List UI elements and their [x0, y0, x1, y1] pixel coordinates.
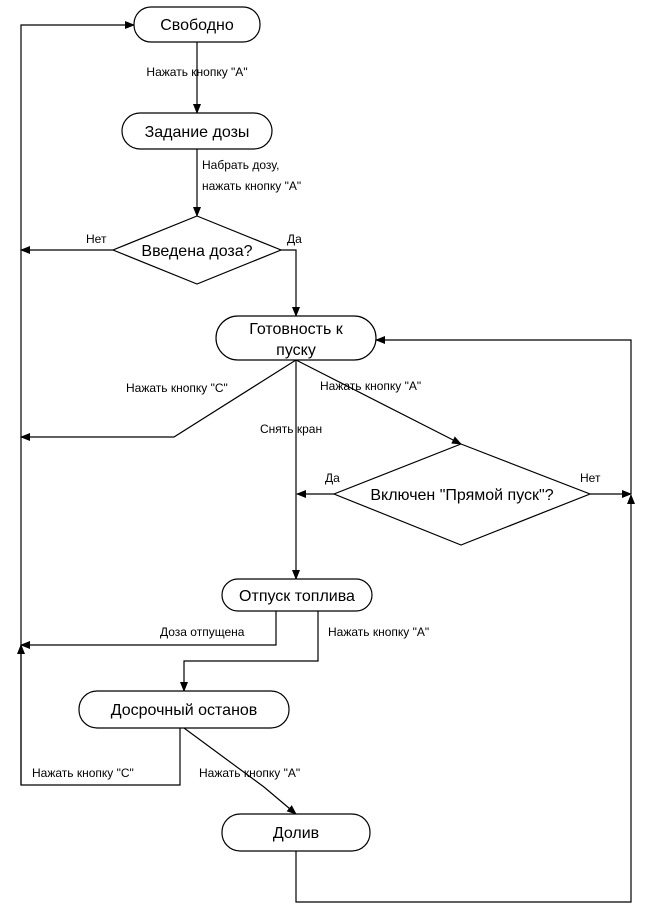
node-dose-setting-label: Задание дозы: [145, 124, 250, 141]
label-dose-dispensed: Доза отпущена: [160, 625, 245, 639]
label-enter-dose-line2: нажать кнопку "А": [202, 179, 301, 193]
node-direct-start-decision: [332, 443, 592, 546]
node-topup: [221, 813, 371, 852]
label-no-1: Нет: [86, 232, 107, 246]
label-yes-1: Да: [287, 232, 302, 246]
node-direct-start-label: Включен "Прямой пуск"?: [370, 487, 553, 504]
node-dispensing: [221, 578, 373, 612]
node-ready-label-line2: пуску: [276, 342, 316, 359]
edge-return-to-free: [20, 21, 135, 785]
label-press-c-2: Нажать кнопку "С": [32, 766, 134, 780]
edge-early-stop-press-a: [183, 727, 297, 815]
node-dose-entered-label: Введена доза?: [141, 243, 252, 260]
label-no-2: Нет: [580, 471, 601, 485]
edge-dispensing-dose-dispensed: [20, 611, 277, 649]
node-early-stop: [78, 690, 290, 729]
edge-dispensing-press-a: [180, 611, 319, 692]
edge-decision-yes: [276, 249, 300, 317]
node-dose-entered-decision: [111, 215, 283, 285]
label-press-c-1: Нажать кнопку "С": [126, 381, 228, 395]
edge-ready-press-c: [20, 359, 297, 441]
node-topup-label: Долив: [273, 825, 319, 842]
edge-early-stop-press-c: [17, 644, 181, 786]
node-ready: [215, 315, 377, 361]
label-enter-dose-line1: Набрать дозу,: [202, 158, 279, 172]
node-dose-setting: [121, 112, 273, 150]
label-press-a-1: Нажать кнопку "А": [146, 65, 247, 79]
label-press-a-2: Нажать кнопку "А": [320, 379, 421, 393]
edge-return-to-ready: [375, 336, 632, 494]
node-ready-label-line1: Готовность к: [249, 321, 344, 338]
node-early-stop-label: Досрочный останов: [111, 702, 258, 719]
label-remove-nozzle: Снять кран: [260, 422, 322, 436]
node-free: [133, 6, 261, 43]
label-press-a-4: Нажать кнопку "А": [199, 766, 300, 780]
node-dispensing-label: Отпуск топлива: [239, 588, 355, 605]
label-press-a-3: Нажать кнопку "А": [328, 625, 429, 639]
edge-ready-press-a: [295, 359, 462, 445]
edge-topup-return: [295, 494, 635, 903]
node-free-label: Свободно: [160, 17, 234, 34]
label-yes-2: Да: [325, 471, 340, 485]
